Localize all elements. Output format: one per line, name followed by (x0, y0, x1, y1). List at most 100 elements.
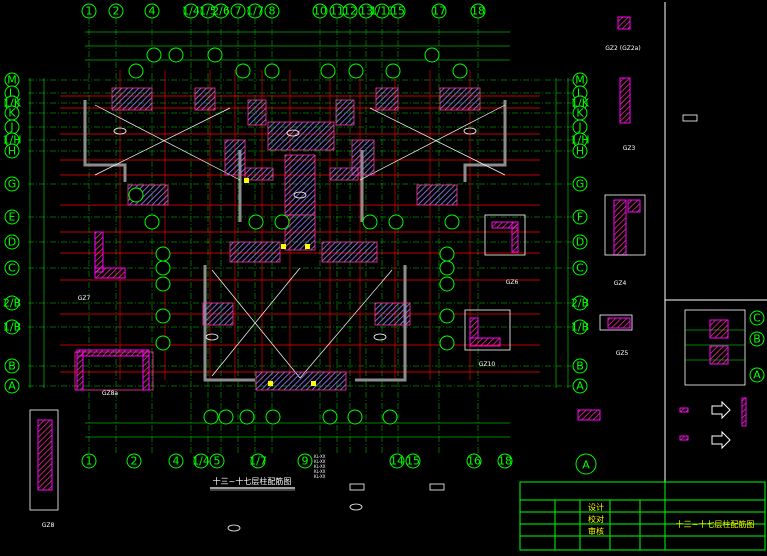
tb-reviewer: 审核 (588, 526, 604, 536)
detail-sections (29, 16, 747, 511)
axis-top-1: 2 (108, 3, 124, 19)
svg-text:B: B (576, 360, 584, 373)
label-gz5: GZ5 (616, 350, 629, 357)
axis-left-11: 2/B (3, 295, 21, 311)
label-gz8: GZ8 (42, 522, 55, 529)
axis-inner-top-4 (235, 63, 251, 79)
axis-inner-side-1 (155, 260, 171, 276)
drawing-title: 十三~十七层柱配筋图 (213, 476, 292, 486)
svg-text:D: D (576, 236, 584, 249)
axis-inner-mid-3 (274, 214, 290, 230)
axis-inner-side-6 (439, 260, 455, 276)
svg-text:1/7: 1/7 (249, 455, 267, 468)
axis-top-11: 12 (342, 3, 358, 19)
axis-bottom-9: 16 (466, 453, 482, 469)
axis-inner-bot-1 (218, 409, 234, 425)
svg-text:1/13: 1/13 (370, 5, 395, 18)
note-5: KL-XX (314, 474, 326, 479)
section-tag: A (582, 459, 590, 472)
svg-text:H: H (576, 145, 584, 158)
svg-text:4: 4 (149, 5, 156, 18)
axis-inner-top-9 (424, 47, 440, 63)
tb-designer: 设计 (588, 502, 604, 512)
svg-text:14: 14 (390, 455, 404, 468)
svg-text:18: 18 (471, 5, 485, 18)
axis-inner-bot-6 (382, 409, 398, 425)
axis-right-0: M (572, 72, 588, 88)
svg-text:F: F (577, 211, 583, 224)
svg-text:12: 12 (343, 5, 357, 18)
axis-inner-side-3 (155, 308, 171, 324)
svg-text:L: L (9, 87, 16, 100)
label-gz3: GZ3 (623, 145, 636, 152)
label-gz7: GZ7 (78, 295, 91, 302)
svg-text:G: G (576, 178, 585, 191)
svg-text:C: C (8, 262, 16, 275)
note-3: KL-XX (314, 464, 326, 469)
svg-text:1/4: 1/4 (182, 5, 200, 18)
axis-bottom-3: 1/4 (192, 453, 210, 469)
axis-inner-bot-5 (347, 409, 363, 425)
axis-inner-side-7 (439, 276, 455, 292)
axis-left-13: B (4, 358, 20, 374)
axis-right-6: H (572, 143, 588, 159)
axis-inner-bot-2 (239, 409, 255, 425)
axis-inner-side-2 (155, 276, 171, 292)
axis-left-0: M (4, 72, 20, 88)
svg-text:K: K (576, 107, 584, 120)
axis-top-2: 4 (144, 3, 160, 19)
axis-inner-top-0 (128, 63, 144, 79)
axis-inner-bot-4 (322, 409, 338, 425)
axis-right-4: J (572, 119, 588, 135)
svg-text:B: B (8, 360, 16, 373)
axis-inner-mid-6 (444, 214, 460, 230)
axis-bottom-2: 4 (168, 453, 184, 469)
axis-top-13: 1/13 (370, 3, 395, 19)
axis-top-3: 1/4 (182, 3, 200, 19)
axis-top-9: 10 (312, 3, 328, 19)
axis-inner-mid-2 (248, 214, 264, 230)
note-4: KL-XX (314, 469, 326, 474)
axis-bottom-0: 1 (81, 453, 97, 469)
svg-text:9: 9 (302, 455, 309, 468)
svg-text:C: C (576, 262, 584, 275)
axis-bottom-4: 5 (209, 453, 225, 469)
svg-text:15: 15 (406, 455, 420, 468)
axis-inner-side-8 (439, 308, 455, 324)
axis-right-14: A (572, 378, 588, 394)
svg-text:18: 18 (498, 455, 512, 468)
axis-left-4: J (4, 119, 20, 135)
axis-right-13: B (572, 358, 588, 374)
svg-text:1/5: 1/5 (199, 5, 217, 18)
axis-left-10: C (4, 260, 20, 276)
svg-text:2/B: 2/B (571, 297, 589, 310)
axis-inner-mid-4 (362, 214, 378, 230)
axis-inner-mid-1 (144, 214, 160, 230)
svg-text:2: 2 (131, 455, 138, 468)
label-gz10: GZ10 (479, 361, 496, 368)
axis-side-1: B (749, 331, 765, 347)
axis-bottom-6: 9 (297, 453, 313, 469)
axis-bottom-5: 1/7 (249, 453, 267, 469)
svg-text:2: 2 (113, 5, 120, 18)
axis-inner-side-9 (439, 335, 455, 351)
axis-inner-top-8 (385, 63, 401, 79)
axis-top-6: 7 (230, 3, 246, 19)
svg-text:1/H: 1/H (3, 134, 22, 147)
svg-text:A: A (576, 380, 584, 393)
axis-inner-side-5 (439, 246, 455, 262)
svg-text:2/6: 2/6 (212, 5, 230, 18)
svg-text:4: 4 (173, 455, 180, 468)
svg-text:17: 17 (432, 5, 446, 18)
svg-text:8: 8 (269, 5, 276, 18)
svg-text:13: 13 (359, 5, 373, 18)
axis-left-8: E (4, 209, 20, 225)
axis-inner-top-5 (264, 63, 280, 79)
svg-text:E: E (9, 211, 16, 224)
svg-text:1/K: 1/K (571, 97, 590, 110)
note-2: KL-XX (314, 459, 326, 464)
svg-text:M: M (7, 74, 17, 87)
axis-left-6: H (4, 143, 20, 159)
